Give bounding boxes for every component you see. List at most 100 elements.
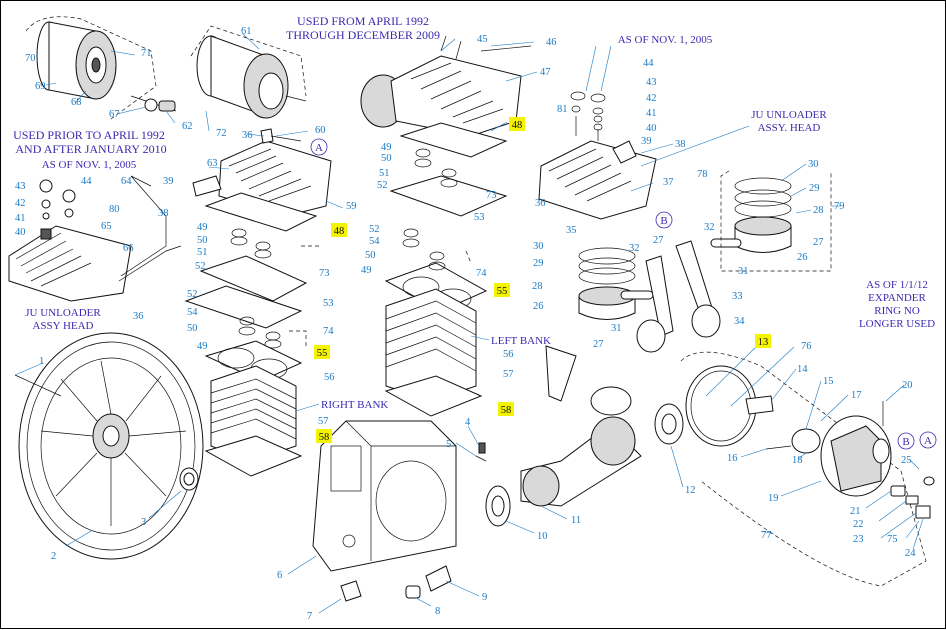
highlight-55b: 55: [314, 345, 330, 359]
part-callout-79: 79: [834, 201, 845, 212]
part-callout-5: 5: [446, 439, 451, 450]
part-callout-15: 15: [823, 376, 834, 387]
part-callout-42: 42: [646, 93, 657, 104]
circled-A-upper: A: [310, 138, 328, 156]
part-callout-41: 41: [646, 108, 657, 119]
note-ju-unloader-left-line2: ASSY HEAD: [32, 320, 93, 332]
svg-text:48: 48: [512, 120, 523, 131]
part-callout-65: 65: [101, 221, 112, 232]
cylinder-head-left: [8, 175, 182, 302]
part-callout-50: 50: [365, 250, 376, 261]
part-callout-63: 63: [207, 158, 218, 169]
part-callout-19: 19: [768, 493, 779, 504]
crankshaft: [485, 345, 684, 527]
part-callout-30: 30: [808, 159, 819, 170]
note-used-1992-2009-line2: THROUGH DECEMBER 2009: [286, 28, 440, 42]
note-used-prior-line2: AND AFTER JANUARY 2010: [15, 142, 166, 156]
note-expander-line1: AS OF 1/1/12: [866, 279, 928, 291]
part-callout-38: 38: [158, 208, 169, 219]
part-callout-50: 50: [381, 153, 392, 164]
svg-text:58: 58: [501, 405, 512, 416]
part-callout-74: 74: [323, 326, 334, 337]
air-filter-top: [190, 25, 307, 119]
part-callout-53: 53: [323, 298, 334, 309]
highlight-55a: 55: [494, 283, 510, 297]
part-callout-36: 36: [242, 130, 253, 141]
note-ju-unloader-left-line1: JU UNLOADER: [25, 307, 101, 319]
part-callout-52: 52: [369, 224, 380, 235]
part-callout-44: 44: [81, 176, 92, 187]
part-callout-34: 34: [734, 316, 745, 327]
highlight-58a: 58: [498, 402, 514, 416]
part-callout-7: 7: [307, 611, 312, 622]
part-callout-68: 68: [71, 97, 82, 108]
part-callout-40: 40: [15, 227, 26, 238]
part-callout-46: 46: [546, 37, 557, 48]
part-callout-12: 12: [685, 485, 696, 496]
part-callout-47: 47: [540, 67, 551, 78]
part-callout-17: 17: [851, 390, 862, 401]
cylinder-head-right: [538, 91, 657, 220]
part-callout-32: 32: [629, 243, 640, 254]
part-callout-36: 36: [133, 311, 144, 322]
pistons-and-rods: [578, 177, 792, 353]
part-callout-30: 30: [533, 241, 544, 252]
part-callout-26: 26: [533, 301, 544, 312]
part-callout-36: 36: [535, 198, 546, 209]
part-callout-75: 75: [887, 534, 898, 545]
part-callout-24: 24: [905, 548, 916, 559]
part-callout-44: 44: [643, 58, 654, 69]
air-filter-left: [25, 16, 177, 120]
highlight-48a: 48: [509, 117, 525, 131]
part-callout-49: 49: [361, 265, 372, 276]
part-callout-78: 78: [697, 169, 708, 180]
part-callout-64: 64: [121, 176, 132, 187]
highlight-13: 13: [755, 334, 771, 348]
part-callout-27: 27: [653, 235, 664, 246]
svg-text:55: 55: [317, 348, 328, 359]
part-callout-52: 52: [187, 289, 198, 300]
svg-text:B: B: [660, 215, 667, 227]
svg-text:48: 48: [334, 226, 345, 237]
part-callout-29: 29: [809, 183, 820, 194]
part-callout-50: 50: [187, 323, 198, 334]
part-callout-16: 16: [727, 453, 738, 464]
part-callout-35: 35: [566, 225, 577, 236]
part-callout-27: 27: [593, 339, 604, 350]
part-callout-77: 77: [761, 530, 772, 541]
note-ju-unloader-right-line2: ASSY. HEAD: [758, 122, 821, 134]
note-ju-unloader-right-line1: JU UNLOADER: [751, 109, 827, 121]
highlight-48b: 48: [331, 223, 347, 237]
part-callout-26: 26: [797, 252, 808, 263]
part-callout-71: 71: [141, 48, 152, 59]
part-callout-18: 18: [792, 455, 803, 466]
part-callout-45: 45: [477, 34, 488, 45]
part-callout-60: 60: [315, 125, 326, 136]
part-callout-66: 66: [123, 243, 134, 254]
part-callout-28: 28: [813, 205, 824, 216]
part-callout-39: 39: [641, 136, 652, 147]
part-callout-53: 53: [474, 212, 485, 223]
part-callout-74: 74: [476, 268, 487, 279]
part-callout-31: 31: [611, 323, 622, 334]
part-callout-59: 59: [346, 201, 357, 212]
part-callout-14: 14: [797, 364, 808, 375]
circled-A-lower: A: [919, 431, 937, 449]
note-as-of-nov-left: AS OF NOV. 1, 2005: [42, 159, 137, 171]
part-callout-6: 6: [277, 570, 282, 581]
svg-text:55: 55: [497, 286, 508, 297]
part-callout-70: 70: [25, 53, 36, 64]
valve-plates-left-bank: [384, 122, 508, 417]
part-callout-49: 49: [197, 341, 208, 352]
part-callout-52: 52: [195, 261, 206, 272]
part-callout-62: 62: [182, 121, 193, 132]
valve-plates-right-bank: [184, 192, 318, 477]
grouping-brackets: [289, 170, 832, 346]
part-callout-23: 23: [853, 534, 864, 545]
part-callout-67: 67: [109, 109, 120, 120]
part-callout-8: 8: [435, 606, 440, 617]
circled-B-lower: B: [897, 432, 915, 450]
